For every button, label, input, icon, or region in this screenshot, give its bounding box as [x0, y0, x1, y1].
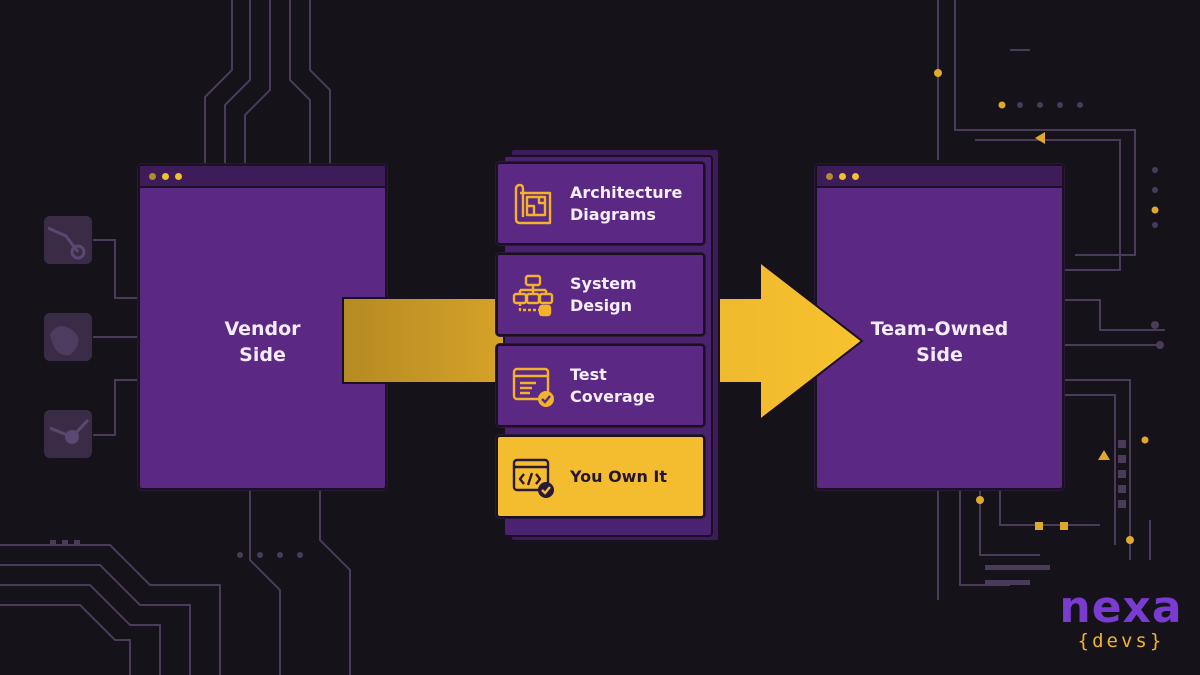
flowchart-icon	[512, 274, 554, 316]
window-dot-icon	[162, 172, 169, 180]
window-dot-icon	[852, 172, 859, 180]
window-dot-icon	[839, 172, 846, 180]
window-titlebar	[817, 166, 1062, 188]
test-checklist-icon	[512, 367, 554, 407]
nexa-devs-logo: nexa {devs}	[1058, 584, 1184, 658]
window-dot-icon	[149, 172, 156, 180]
logo-subtext: {devs}	[1077, 630, 1165, 652]
card-label: You Own It	[570, 466, 668, 486]
vendor-side-label: Vendor Side	[224, 318, 301, 366]
logo-brand: nexa	[1059, 582, 1183, 633]
card-architecture-diagrams: Architecture Diagrams	[496, 162, 705, 245]
card-label: Test Coverage	[570, 364, 656, 406]
card-label: System Design	[570, 273, 637, 315]
window-dot-icon	[175, 172, 182, 180]
blueprint-icon	[514, 183, 552, 224]
window-dot-icon	[826, 172, 833, 180]
card-label: Architecture Diagrams	[570, 182, 683, 224]
window-titlebar	[140, 166, 385, 188]
team-owned-side-label: Team-Owned Side	[870, 318, 1009, 366]
team-owned-side-window: Team-Owned Side	[815, 164, 1064, 490]
code-check-icon	[512, 458, 554, 498]
card-system-design: System Design	[496, 253, 705, 336]
card-you-own-it: You Own It	[496, 435, 705, 518]
card-test-coverage: Test Coverage	[496, 344, 705, 427]
